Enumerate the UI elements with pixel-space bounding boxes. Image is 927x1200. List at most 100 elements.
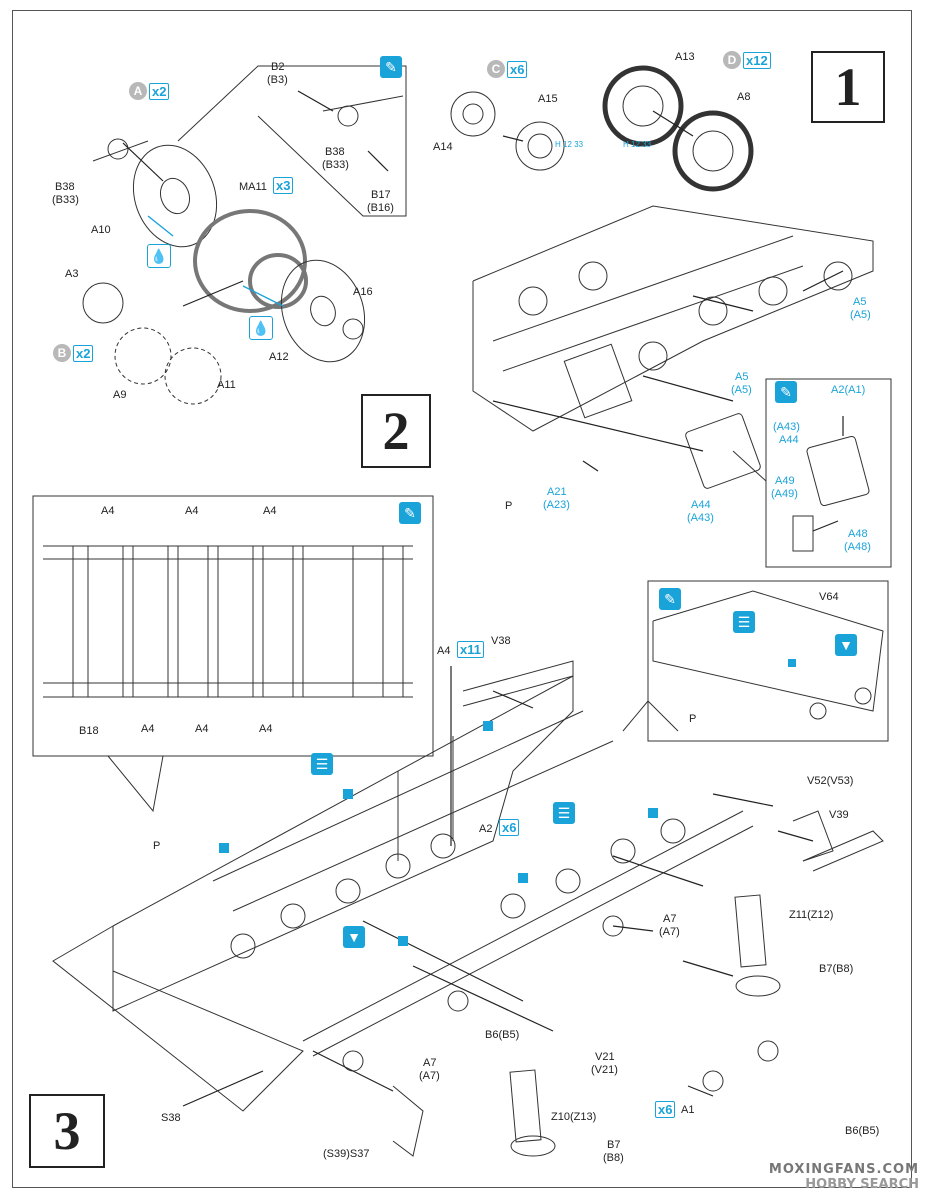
label-b7: B7: [607, 1139, 621, 1151]
label-b17: B17: [371, 189, 391, 201]
label-a5-1: A5: [853, 296, 867, 308]
a1-multiplier: x6: [655, 1101, 676, 1118]
label-b38-top: B38: [325, 146, 345, 158]
label-v64: V64: [819, 591, 839, 603]
label-a48b: (A48): [844, 541, 871, 553]
label-v21: V21: [595, 1051, 615, 1063]
paint-icon: ☰: [311, 753, 333, 775]
label-a4-top-3: A4: [263, 505, 277, 517]
label-a4-top-2: A4: [185, 505, 199, 517]
part-group-a-badge: A x2: [129, 82, 170, 100]
a4-multiplier: x11: [457, 641, 484, 658]
label-a3: A3: [65, 268, 79, 280]
label-s38: S38: [161, 1112, 181, 1124]
label-p-step1: P: [505, 500, 513, 512]
label-a7-1b: (A7): [659, 926, 680, 938]
label-a44: A44: [779, 434, 799, 446]
label-a4-bot-2: A4: [195, 723, 209, 735]
cement-icon: 💧: [147, 244, 171, 268]
label-b8: (B8): [603, 1152, 624, 1164]
label-v38: V38: [491, 635, 511, 647]
label-p-inset: P: [689, 713, 697, 725]
label-a14: A14: [433, 141, 453, 153]
label-a43: (A43): [773, 421, 800, 433]
step-number-3: 3: [29, 1094, 105, 1168]
label-a7-2b: (A7): [419, 1070, 440, 1082]
label-a5-2b: (A5): [731, 384, 752, 396]
label-a1: A1: [681, 1104, 695, 1116]
label-a7-1: A7: [663, 913, 677, 925]
paint-icon: ☰: [733, 611, 755, 633]
label-a21: A21: [547, 486, 567, 498]
label-a11: A11: [217, 379, 236, 391]
a2-multiplier: x6: [499, 819, 520, 836]
label-v52: V52(V53): [807, 775, 854, 787]
badge-letter: B: [53, 344, 71, 362]
glue-icon: ✎: [399, 502, 421, 524]
part-group-d-badge: D x12: [723, 51, 771, 69]
drill-icon: ▼: [343, 926, 365, 948]
label-a5-2: A5: [735, 371, 749, 383]
label-a5-1b: (A5): [850, 309, 871, 321]
label-b6-right: B6(B5): [845, 1125, 880, 1137]
label-a43-lower: (A43): [687, 512, 714, 524]
glue-icon: ✎: [380, 56, 402, 78]
label-a23: (A23): [543, 499, 570, 511]
assembly-line-art: [32, 65, 892, 1157]
badge-letter: A: [129, 82, 147, 100]
badge-multiplier: x6: [507, 60, 528, 78]
label-a4-bot-1: A4: [141, 723, 155, 735]
label-a4-bot-3: A4: [259, 723, 273, 735]
label-b38-left: B38: [55, 181, 75, 193]
label-a16: A16: [353, 286, 373, 298]
paint-icon: ☰: [553, 802, 575, 824]
label-v21b: (V21): [591, 1064, 618, 1076]
step-number-2: 2: [361, 394, 431, 468]
wheel-paint-note-1: H 12 33: [555, 140, 584, 149]
wheel-paint-note-2: H 12 33: [623, 140, 652, 149]
ma11-multiplier: x3: [273, 177, 294, 194]
part-group-b-badge: B x2: [53, 344, 94, 362]
label-a2-step3: A2: [479, 823, 493, 835]
label-s37: (S39)S37: [323, 1148, 370, 1160]
badge-multiplier: x2: [73, 344, 94, 362]
label-z11: Z11(Z12): [789, 909, 834, 921]
watermark-line-1: MOXINGFANS.COM: [768, 1162, 919, 1177]
label-a2-a1: A2(A1): [831, 384, 866, 396]
label-b2: B2: [271, 61, 285, 73]
label-a4-top-1: A4: [101, 505, 115, 517]
label-p-step3: P: [153, 840, 161, 852]
label-b6-b5: B6(B5): [485, 1029, 520, 1041]
badge-multiplier: x12: [743, 51, 771, 69]
drill-icon: ▼: [835, 634, 857, 656]
label-a49: A49: [775, 475, 795, 487]
step-number-1: 1: [811, 51, 885, 123]
instruction-page: 1 2 3 A x2 B x2 C x6 D x12 ✎ 💧 💧 ✎ ✎ ✎ ☰…: [12, 10, 912, 1188]
label-a15: A15: [538, 93, 558, 105]
label-v39: V39: [829, 809, 849, 821]
badge-letter: D: [723, 51, 741, 69]
label-b7-b8: B7(B8): [819, 963, 854, 975]
label-ma11: MA11: [239, 181, 267, 193]
label-a10: A10: [91, 224, 111, 236]
label-b33-left: (B33): [52, 194, 79, 206]
label-a48: A48: [848, 528, 868, 540]
label-a7-2: A7: [423, 1057, 437, 1069]
label-a9: A9: [113, 389, 127, 401]
label-a8: A8: [737, 91, 751, 103]
watermark: MOXINGFANS.COM HOBBY SEARCH: [769, 1162, 919, 1192]
glue-icon: ✎: [775, 381, 797, 403]
label-a12: A12: [269, 351, 289, 363]
label-b33-top: (B33): [322, 159, 349, 171]
cement-icon: 💧: [249, 316, 273, 340]
label-a44-lower: A44: [691, 499, 711, 511]
badge-letter: C: [487, 60, 505, 78]
label-b3: (B3): [267, 74, 288, 86]
glue-icon: ✎: [659, 588, 681, 610]
label-a49b: (A49): [771, 488, 798, 500]
part-group-c-badge: C x6: [487, 60, 528, 78]
label-z10: Z10(Z13): [551, 1111, 597, 1123]
label-a13: A13: [675, 51, 695, 63]
watermark-line-2: HOBBY SEARCH: [805, 1177, 919, 1192]
label-b18: B18: [79, 725, 99, 737]
